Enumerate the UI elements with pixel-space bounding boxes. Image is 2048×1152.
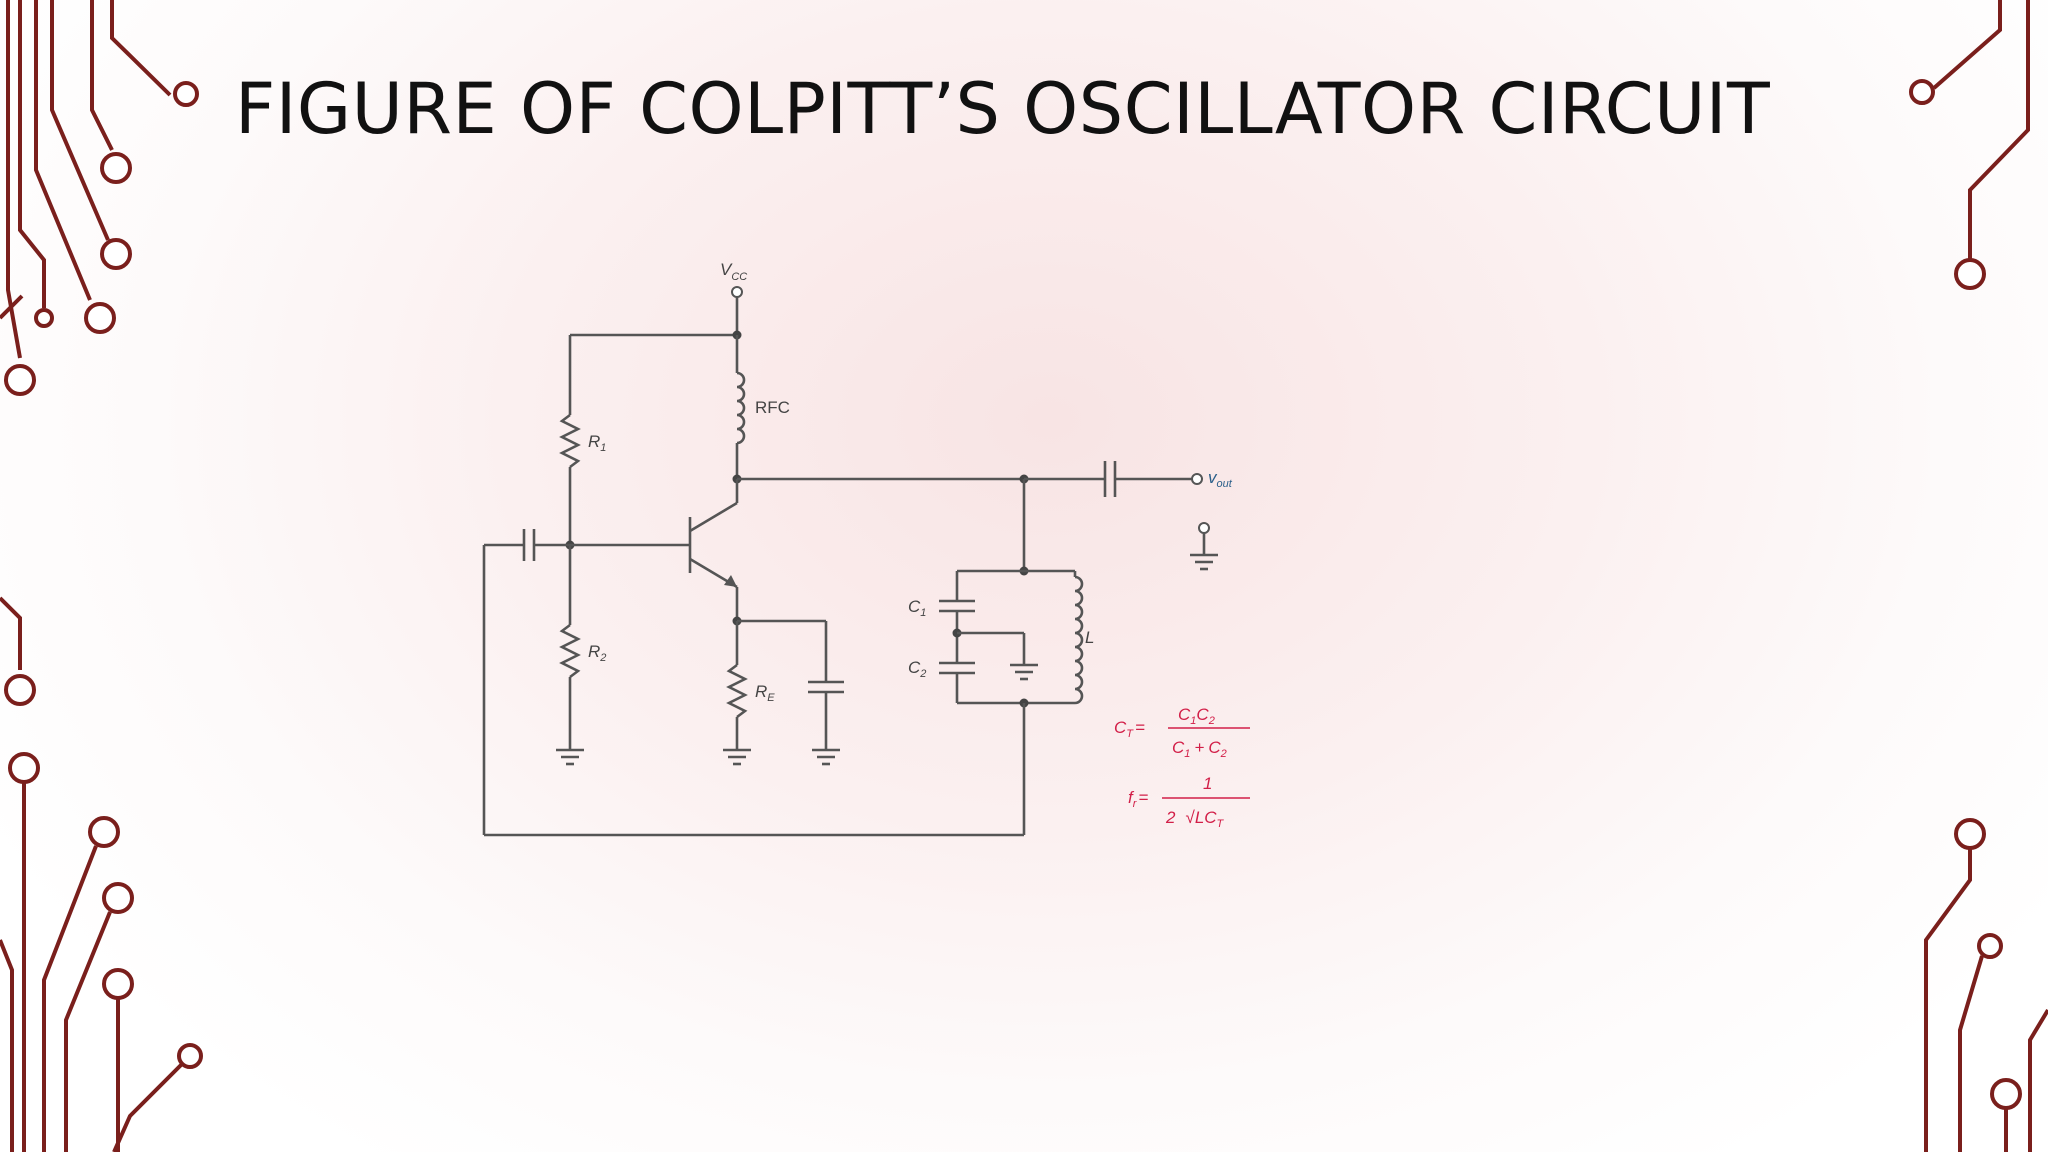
trace-node bbox=[8, 752, 40, 784]
re-label: RE bbox=[755, 682, 775, 704]
trace-node bbox=[100, 238, 132, 270]
npn-transistor bbox=[688, 479, 739, 621]
trace-node bbox=[1977, 933, 2003, 959]
c1-label: C1 bbox=[908, 597, 926, 619]
trace-node bbox=[1909, 79, 1935, 105]
vout-terminal bbox=[1191, 473, 1203, 485]
trace-line bbox=[0, 939, 14, 1152]
ground-symbol bbox=[812, 748, 840, 766]
resistor-r2 bbox=[559, 623, 581, 679]
fr-numerator: 1 bbox=[1203, 774, 1212, 793]
trace-line bbox=[42, 845, 98, 1152]
ct-lhs: CT= bbox=[1114, 718, 1145, 740]
resistor-re bbox=[726, 663, 748, 719]
vcc-terminal bbox=[731, 286, 743, 298]
trace-line bbox=[2028, 1008, 2048, 1152]
ground-symbol bbox=[556, 748, 584, 766]
trace-node bbox=[88, 816, 120, 848]
trace-line bbox=[34, 0, 92, 301]
trace-line bbox=[1958, 955, 1984, 1152]
trace-line bbox=[50, 0, 110, 241]
ground-symbol bbox=[1190, 553, 1218, 571]
inductor-label: L bbox=[1085, 628, 1094, 647]
fr-lhs: fr= bbox=[1128, 788, 1148, 810]
trace-node bbox=[102, 882, 134, 914]
trace-node bbox=[4, 364, 36, 396]
trace-line bbox=[18, 0, 46, 308]
vout-label: vout bbox=[1208, 468, 1233, 490]
fr-denominator: 2√LCT bbox=[1165, 808, 1225, 830]
trace-node bbox=[100, 152, 132, 184]
r2-label: R2 bbox=[588, 642, 606, 664]
trace-line bbox=[112, 1062, 184, 1152]
trace-line bbox=[0, 596, 22, 670]
trace-node bbox=[84, 302, 116, 334]
ground-symbol bbox=[723, 748, 751, 766]
trace-line bbox=[1924, 848, 1972, 1152]
ct-denominator: C1+C2 bbox=[1172, 738, 1227, 760]
slide-title: FIGURE OF COLPITT’S OSCILLATOR CIRCUIT bbox=[235, 68, 1771, 150]
rfc-choke bbox=[736, 371, 746, 445]
trace-line bbox=[110, 0, 172, 97]
trace-node bbox=[1954, 818, 1986, 850]
trace-node bbox=[102, 968, 134, 1000]
ground-terminal bbox=[1198, 522, 1210, 534]
colpitts-oscillator-diagram: VCC R1 R2 RFC bbox=[482, 260, 1250, 837]
c2-label: C2 bbox=[908, 658, 926, 680]
trace-node bbox=[1990, 1078, 2022, 1110]
trace-line bbox=[90, 0, 114, 151]
ground-symbol bbox=[1010, 663, 1038, 681]
rfc-label: RFC bbox=[755, 398, 790, 417]
trace-line bbox=[6, 0, 22, 359]
ct-numerator: C1C2 bbox=[1178, 705, 1215, 727]
trace-node bbox=[34, 308, 54, 328]
trace-line bbox=[1932, 0, 2002, 90]
vcc-label: VCC bbox=[720, 260, 747, 283]
trace-line bbox=[1968, 0, 2030, 260]
trace-node bbox=[4, 674, 36, 706]
trace-line bbox=[64, 911, 112, 1152]
r1-label: R1 bbox=[588, 432, 606, 454]
inductor-l bbox=[1074, 575, 1084, 705]
resistor-r1 bbox=[559, 413, 581, 469]
trace-node bbox=[173, 81, 199, 107]
trace-node bbox=[1954, 258, 1986, 290]
trace-line bbox=[0, 294, 24, 320]
trace-node bbox=[177, 1043, 203, 1069]
